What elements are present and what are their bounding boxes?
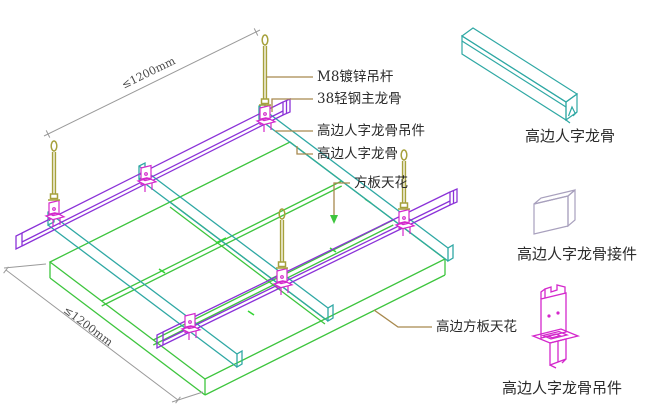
- label-herringbone-keel: 高边人字龙骨: [317, 145, 398, 162]
- rod-1: [259, 34, 271, 106]
- label-high-edge-panel: 高边方板天花: [436, 318, 517, 335]
- legend-keel-connector: [533, 188, 576, 235]
- herringbone-keels: [47, 101, 454, 369]
- rod-4: [398, 149, 410, 210]
- legend-herringbone-keel-caption: 高边人字龙骨: [525, 127, 615, 145]
- hanging-rods: [48, 34, 410, 269]
- legend-keel-hanger: [530, 284, 581, 369]
- legend-keel-hanger-caption: 高边人字龙骨吊件: [502, 379, 622, 397]
- leader-lines: [266, 76, 432, 328]
- dimension-top-text: ≤1200mm: [120, 54, 178, 91]
- legend-keel-connector-caption: 高边人字龙骨接件: [517, 245, 637, 263]
- label-keel-hanger: 高边人字龙骨吊件: [317, 122, 425, 139]
- dimension-left-text: ≤1200mm: [61, 304, 116, 350]
- rod-2: [48, 140, 60, 201]
- keel-hangers: [45, 104, 415, 341]
- label-main-keel: 38轻钢主龙骨: [317, 91, 402, 107]
- panel-leader-arrow: [330, 215, 338, 224]
- label-panel: 方板天花: [354, 175, 408, 191]
- dimension-lines: [3, 28, 261, 404]
- label-m8-rod: M8镀锌吊杆: [317, 68, 394, 85]
- legend-herringbone-keel: [460, 27, 579, 124]
- rod-3: [276, 208, 288, 269]
